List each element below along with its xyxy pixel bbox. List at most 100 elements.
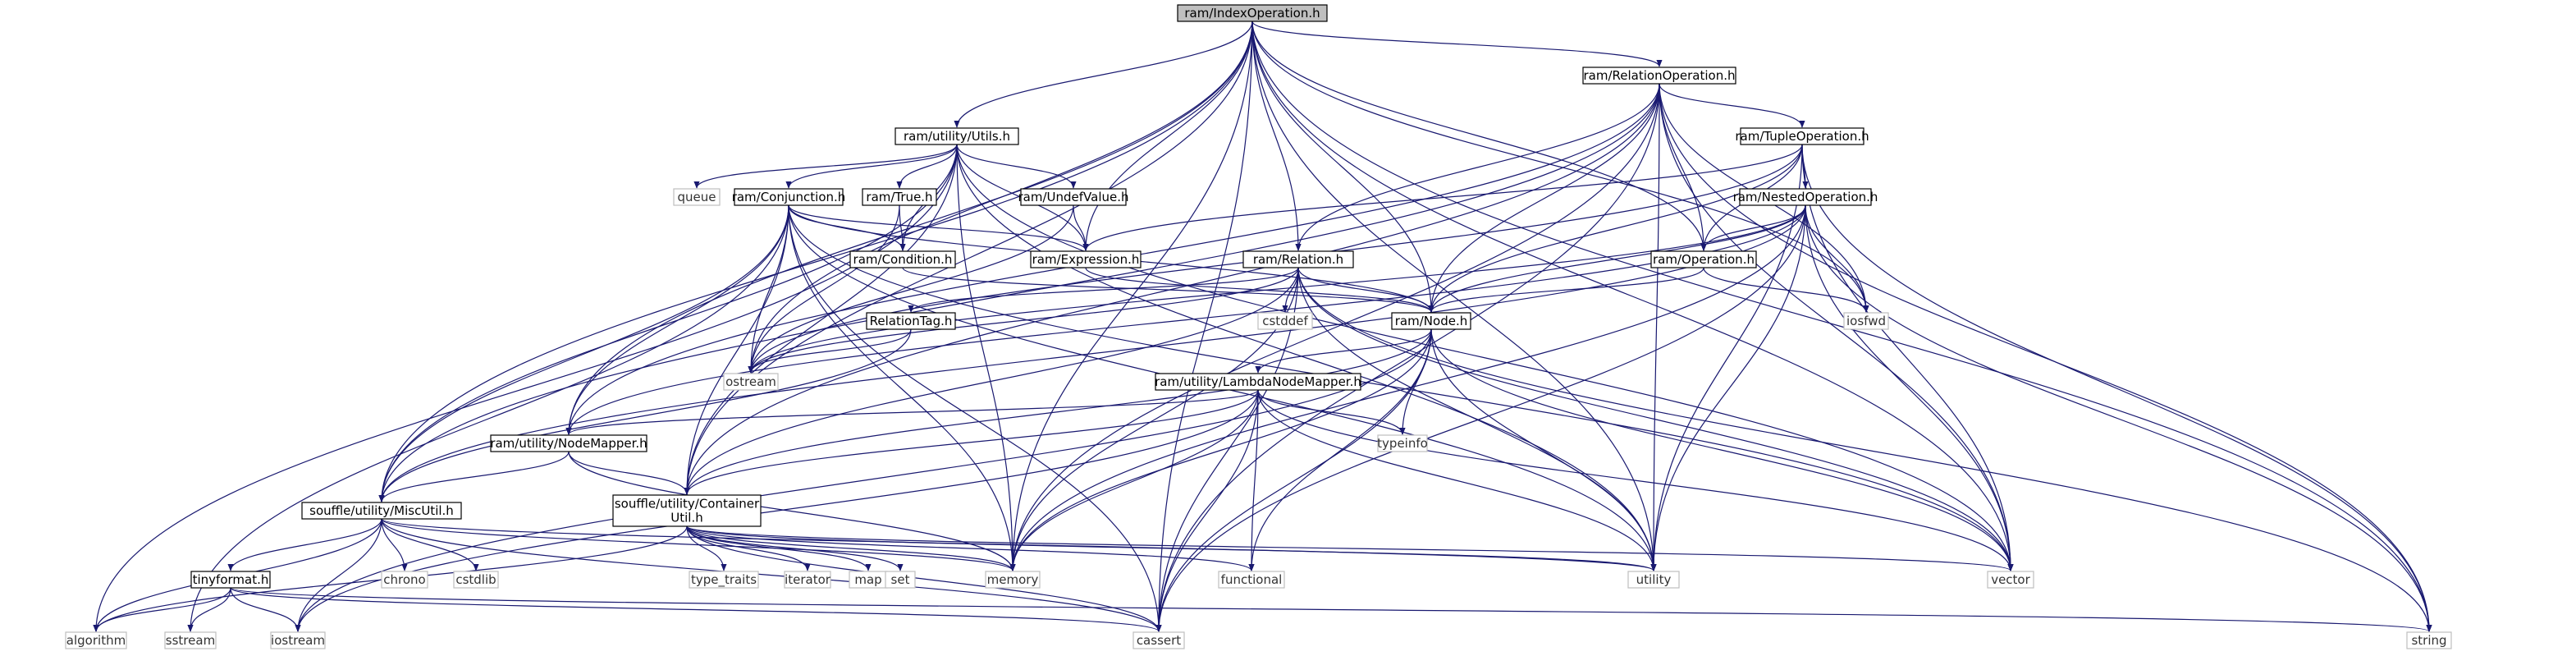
- node-misc_util[interactable]: souffle/utility/MiscUtil.h: [301, 502, 462, 520]
- node-box-nested_op: [1739, 188, 1872, 206]
- edge-node-to-cassert: [1155, 328, 1432, 632]
- node-utils[interactable]: ram/utility/Utils.h: [895, 127, 1019, 145]
- edge-misc_util-to-tinyformat: [227, 518, 382, 571]
- edge-tuple_op-to-node: [1428, 144, 1803, 313]
- node-box-chrono: [381, 571, 428, 589]
- edge-rel_op-to-tuple_op: [1659, 83, 1805, 128]
- node-lambda_mapper[interactable]: ram/utility/LambdaNodeMapper.h: [1155, 373, 1361, 391]
- edge-lambda_mapper-to-utility: [1257, 389, 1657, 571]
- node-box-ostream: [723, 373, 779, 391]
- edge-relation-to-string: [1297, 267, 2432, 632]
- node-box-utils: [895, 127, 1019, 145]
- node-cstdlib: cstdlib: [453, 571, 499, 589]
- edge-utils-to-memory: [956, 144, 1016, 571]
- node-label-cstdlib: cstdlib: [455, 572, 496, 587]
- node-nested_op[interactable]: ram/NestedOperation.h: [1733, 188, 1878, 206]
- node-true_h[interactable]: ram/True.h: [862, 188, 937, 206]
- node-label-rel_op: ram/RelationOperation.h: [1583, 68, 1735, 83]
- edge-operation-to-node: [1428, 267, 1704, 313]
- edge-node-to-functional: [1248, 328, 1432, 571]
- dependency-edges: [93, 21, 2432, 632]
- node-operation[interactable]: ram/Operation.h: [1650, 250, 1757, 268]
- node-box-expression: [1030, 250, 1142, 268]
- node-box-condition: [849, 250, 956, 268]
- node-box-container_util: [612, 494, 762, 527]
- node-rel_op[interactable]: ram/RelationOperation.h: [1582, 67, 1736, 85]
- edge-reltag-to-ostream: [748, 328, 912, 374]
- edge-rel_op-to-relation: [1295, 83, 1660, 251]
- node-tuple_op[interactable]: ram/TupleOperation.h: [1735, 127, 1869, 145]
- node-ostream: ostream: [723, 373, 779, 391]
- edge-relation-to-ostream: [748, 267, 1299, 374]
- node-label-utils: ram/utility/Utils.h: [904, 129, 1010, 144]
- edge-index_op-to-operation: [1251, 21, 1707, 251]
- edge-true_h-to-ostream: [748, 204, 900, 374]
- node-label-iterator: iterator: [785, 572, 831, 587]
- node-typeinfo: typeinfo: [1377, 434, 1428, 452]
- node-reltag[interactable]: RelationTag.h: [866, 312, 956, 330]
- node-box-iosfwd: [1843, 312, 1889, 330]
- node-map: map: [849, 571, 888, 589]
- edge-nested_op-to-string: [1805, 204, 2432, 632]
- edge-node-to-iostream: [295, 328, 1432, 632]
- edge-utils-to-conj: [785, 144, 958, 189]
- node-condition[interactable]: ram/Condition.h: [849, 250, 956, 268]
- edge-conj-to-misc_util: [378, 204, 789, 502]
- edge-node-to-memory: [1009, 328, 1432, 571]
- edge-misc_util-to-cstdlib: [381, 518, 479, 571]
- node-chrono: chrono: [381, 571, 428, 589]
- edge-relation-to-container_util: [684, 267, 1299, 495]
- node-box-tinyformat: [190, 571, 271, 589]
- node-node[interactable]: ram/Node.h: [1391, 312, 1471, 330]
- edge-index_op-to-relation: [1251, 21, 1302, 251]
- header-nodes: ram/IndexOperation.h ram/RelationOperatio…: [65, 4, 2452, 649]
- node-iosfwd: iosfwd: [1843, 312, 1889, 330]
- edge-rel_op-to-misc_util: [378, 83, 1660, 502]
- node-label-node_mapper: ram/utility/NodeMapper.h: [490, 436, 647, 451]
- edge-utils-to-container_util: [684, 144, 958, 495]
- node-label-map: map: [854, 572, 881, 587]
- edge-rel_op-to-container_util: [684, 83, 1660, 495]
- node-label-functional: functional: [1221, 572, 1283, 587]
- edge-rel_op-to-utility: [1650, 83, 1660, 571]
- edge-index_op-to-misc_util: [378, 21, 1253, 502]
- edge-utils-to-queue: [693, 144, 958, 189]
- edge-operation-to-iosfwd: [1703, 267, 1869, 313]
- node-label-ostream: ostream: [725, 374, 776, 389]
- node-label-chrono: chrono: [383, 572, 425, 587]
- edge-node_mapper-to-container_util: [568, 451, 690, 495]
- node-functional: functional: [1218, 571, 1285, 589]
- edge-lambda_mapper-to-iostream: [295, 389, 1259, 632]
- node-box-utility: [1627, 571, 1680, 589]
- node-box-functional: [1218, 571, 1285, 589]
- edge-container_util-to-vector: [686, 525, 2014, 571]
- node-box-true_h: [862, 188, 937, 206]
- node-tinyformat[interactable]: tinyformat.h: [190, 571, 271, 589]
- node-string: string: [2406, 631, 2452, 649]
- edge-conj-to-memory: [788, 204, 1016, 571]
- edge-relation-to-reltag: [908, 267, 1299, 313]
- node-undef[interactable]: ram/UndefValue.h: [1018, 188, 1129, 206]
- node-box-iterator: [784, 571, 831, 589]
- edge-nested_op-to-node_mapper: [565, 204, 1806, 435]
- node-relation[interactable]: ram/Relation.h: [1242, 250, 1354, 268]
- node-index_op[interactable]: ram/IndexOperation.h: [1177, 4, 1328, 22]
- node-expression[interactable]: ram/Expression.h: [1030, 250, 1142, 268]
- node-box-conj: [734, 188, 844, 206]
- edge-node_mapper-to-misc_util: [378, 451, 570, 502]
- node-box-tuple_op: [1740, 127, 1865, 145]
- node-box-sstream: [164, 631, 217, 649]
- node-box-memory: [985, 571, 1041, 589]
- node-box-cstdlib: [453, 571, 499, 589]
- edge-conj-to-condition: [788, 204, 906, 251]
- node-conj[interactable]: ram/Conjunction.h: [732, 188, 846, 206]
- node-box-rel_op: [1582, 67, 1736, 85]
- node-label-operation: ram/Operation.h: [1653, 252, 1755, 267]
- node-cassert: cassert: [1132, 631, 1185, 649]
- edge-lambda_mapper-to-vector: [1257, 389, 2014, 571]
- edge-nested_op-to-node: [1428, 204, 1806, 313]
- node-node_mapper[interactable]: ram/utility/NodeMapper.h: [490, 434, 647, 452]
- node-label-iostream: iostream: [271, 633, 325, 648]
- node-box-undef: [1020, 188, 1127, 206]
